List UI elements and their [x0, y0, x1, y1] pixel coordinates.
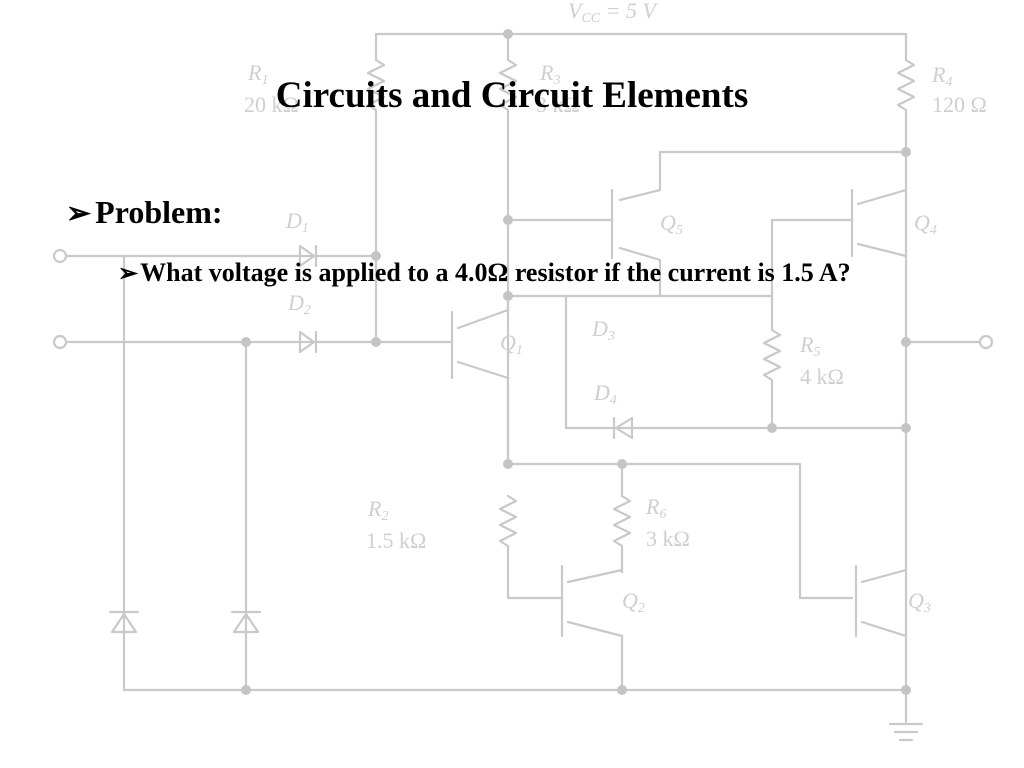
- q3-label: Q3: [908, 588, 931, 616]
- vcc-label: VCC = 5 V: [568, 0, 658, 26]
- d3-label: D3: [591, 316, 615, 344]
- bullet-problem-text: Problem:: [95, 194, 223, 230]
- bullet-question-text: What voltage is applied to a 4.0Ω resist…: [140, 258, 851, 287]
- resistor-r6: [612, 494, 632, 574]
- q1-label: Q1: [500, 330, 523, 358]
- slide-title: Circuits and Circuit Elements: [275, 75, 749, 116]
- sub-bullet-arrow-icon: ➢: [118, 261, 139, 287]
- r1-value: 20 kΩ: [244, 92, 299, 117]
- diode-d1: [298, 244, 318, 268]
- d1-label: D1: [285, 208, 309, 236]
- r2-label: R2: [367, 496, 388, 524]
- resistor-r1: [366, 58, 386, 342]
- resistor-r5: [762, 218, 782, 430]
- r6-value: 3 kΩ: [646, 526, 690, 551]
- ground-symbol: [888, 722, 924, 742]
- q2-label: Q2: [622, 588, 645, 616]
- r5-label: R5: [799, 332, 820, 360]
- d2-label: D2: [287, 290, 311, 318]
- bullet-question: ➢What voltage is applied to a 4.0Ω resis…: [118, 253, 958, 294]
- r2-value: 1.5 kΩ: [366, 528, 426, 553]
- q4-label: Q4: [914, 210, 937, 238]
- r3-value: 3 kΩ: [536, 92, 580, 117]
- resistor-r4: [896, 58, 916, 692]
- r4-value: 120 Ω: [932, 92, 987, 117]
- bullet-arrow-icon: ➢: [66, 197, 92, 230]
- zener-diode-left: [108, 610, 140, 634]
- r5-value: 4 kΩ: [800, 364, 844, 389]
- resistor-r3: [498, 58, 518, 466]
- diode-d4: [612, 416, 634, 440]
- r6-label: R6: [645, 494, 666, 522]
- d4-label: D4: [593, 380, 617, 408]
- q5-label: Q5: [660, 210, 683, 238]
- zener-diode-right: [230, 610, 262, 634]
- resistor-r2: [498, 494, 564, 600]
- diode-d2: [298, 330, 318, 354]
- bullet-problem: ➢Problem:: [66, 190, 223, 236]
